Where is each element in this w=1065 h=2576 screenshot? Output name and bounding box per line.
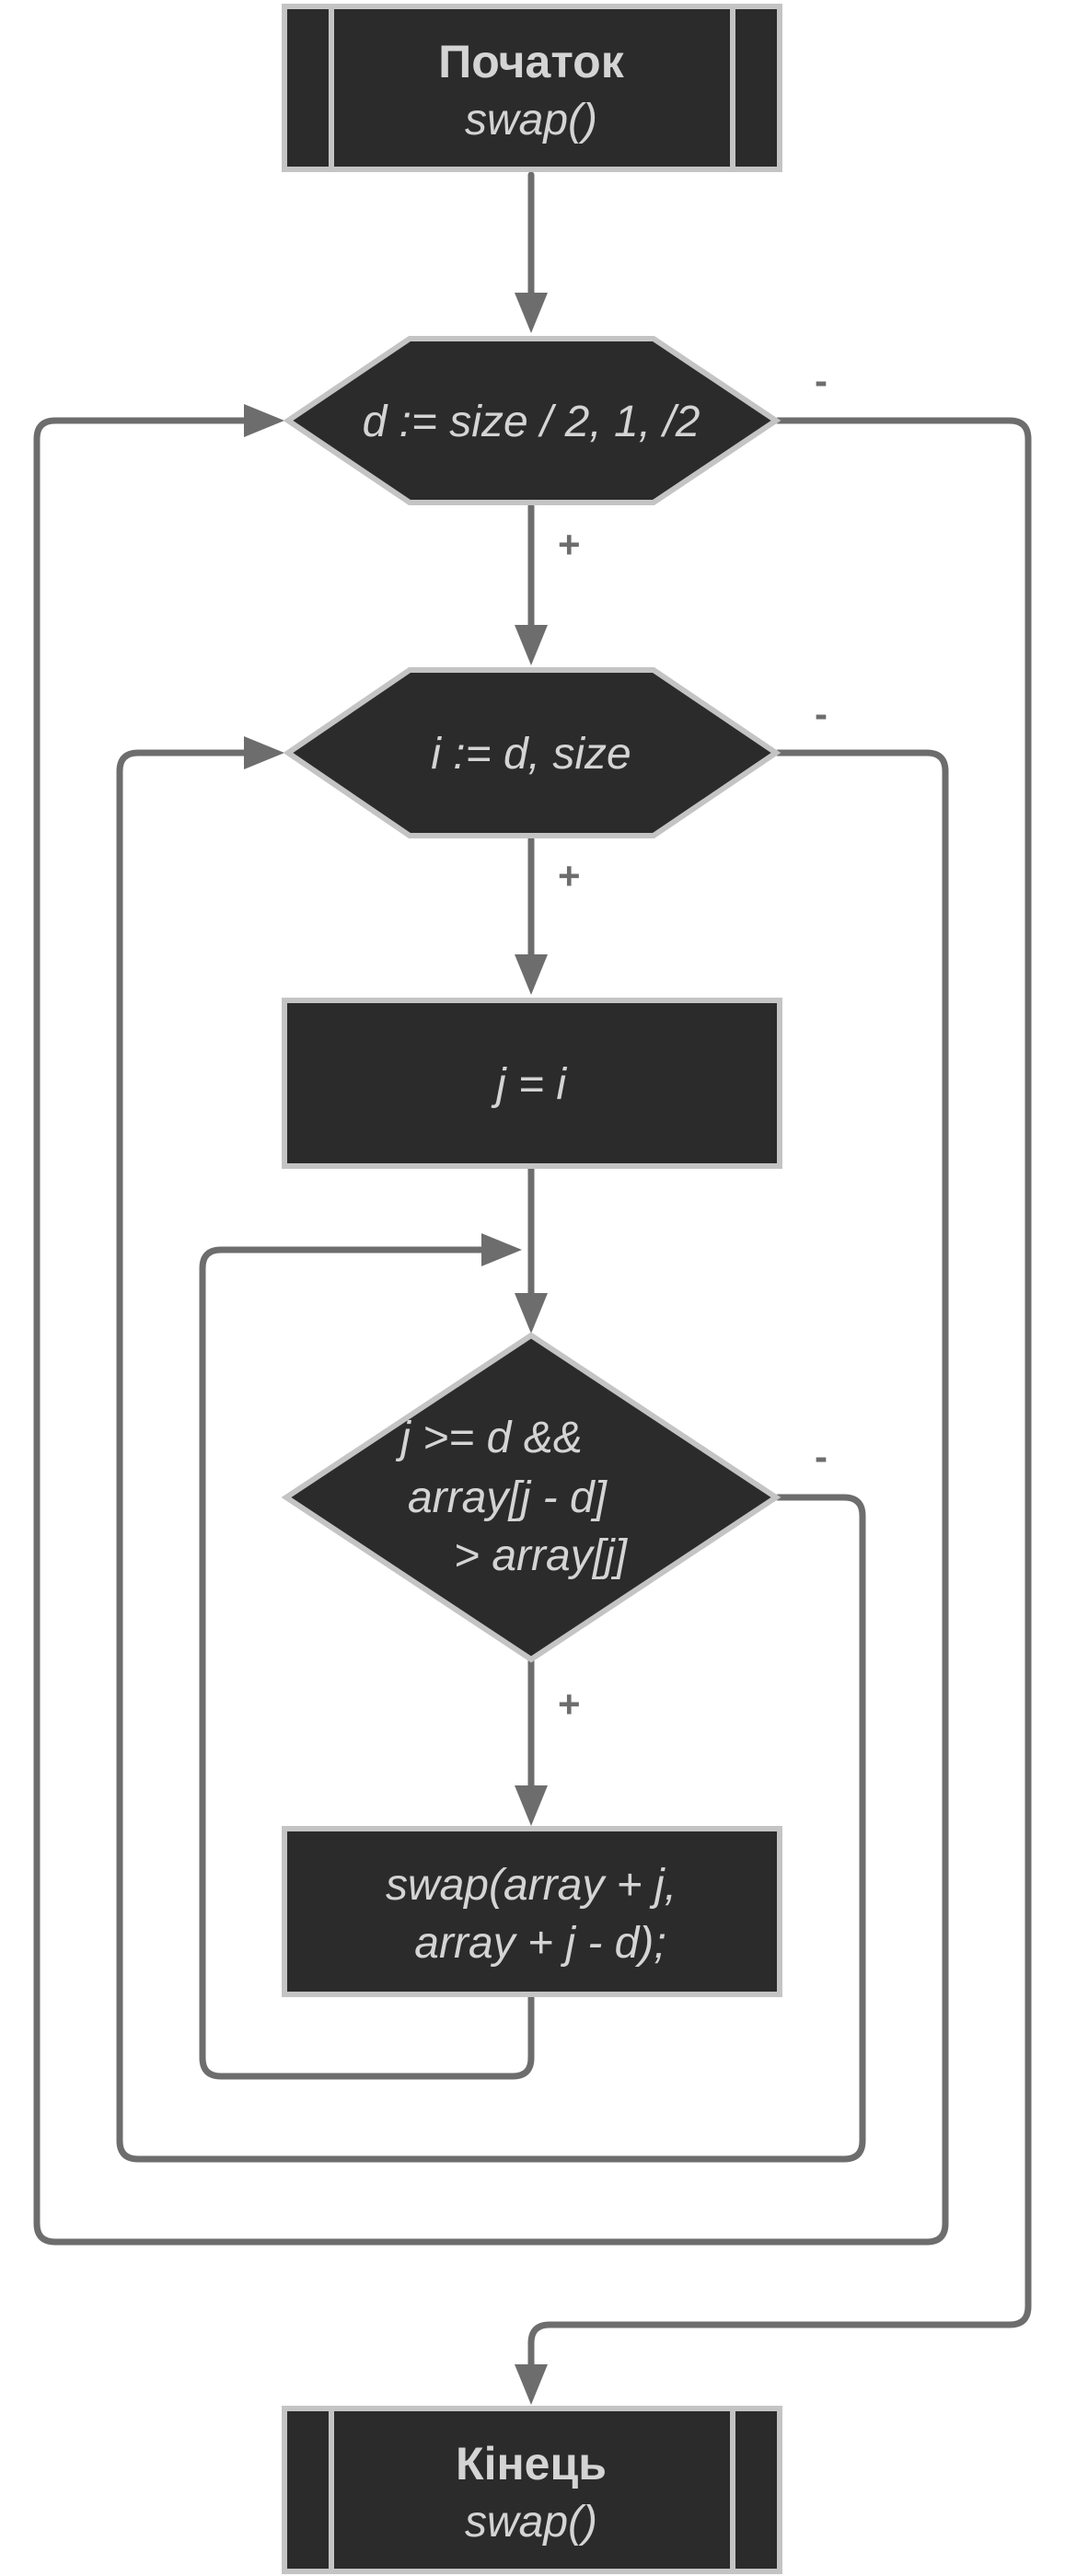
outer-loop-no-sign: - [815,359,828,402]
condition-node: j >= d && array[j - d] > array[j] [281,1332,781,1663]
outer-loop-yes-sign: + [558,523,581,566]
end-title: Кінець [456,2438,607,2489]
edges [33,171,1032,2405]
arrowhead [244,404,284,437]
arrowhead [244,736,284,769]
end-subtitle: swap() [465,2498,597,2547]
assign-label: j = i [491,1060,567,1109]
inner-loop-yes-sign: + [558,854,581,897]
start-title: Початок [438,36,624,87]
swap-node: swap(array + j, array + j - d); [282,1826,782,1997]
condition-line-1: j >= d && [395,1414,582,1462]
swap-line-1: swap(array + j, [386,1861,677,1910]
arrowhead [515,2364,548,2405]
condition-yes-sign: + [558,1682,581,1726]
start-subtitle: swap() [465,96,597,144]
outer-loop-node: d := size / 2, 1, /2 [283,336,781,505]
start-node: Початок swap() [282,4,782,172]
swap-line-2: array + j - d); [414,1919,666,1968]
edge-outer-no [527,417,1032,2374]
edge-swap-loop-back [199,1246,535,2080]
end-node: Кінець swap() [282,2406,782,2574]
inner-loop-no-sign: - [815,692,828,735]
arrowhead [515,293,548,333]
edge-inner-no [33,417,949,2246]
edge-condition-no [116,749,866,2163]
arrowhead [515,1785,548,1826]
inner-loop-label: i := d, size [431,730,631,779]
condition-no-sign: - [815,1435,828,1478]
arrowhead [515,625,548,665]
condition-line-2: array[j - d] [408,1473,608,1522]
outer-loop-label: d := size / 2, 1, /2 [363,398,700,446]
arrowhead [481,1233,522,1266]
inner-loop-node: i := d, size [283,667,781,838]
condition-line-3: > array[j] [454,1531,629,1580]
arrowhead [515,1293,548,1334]
assign-node: j = i [282,998,782,1169]
arrowhead [515,954,548,995]
